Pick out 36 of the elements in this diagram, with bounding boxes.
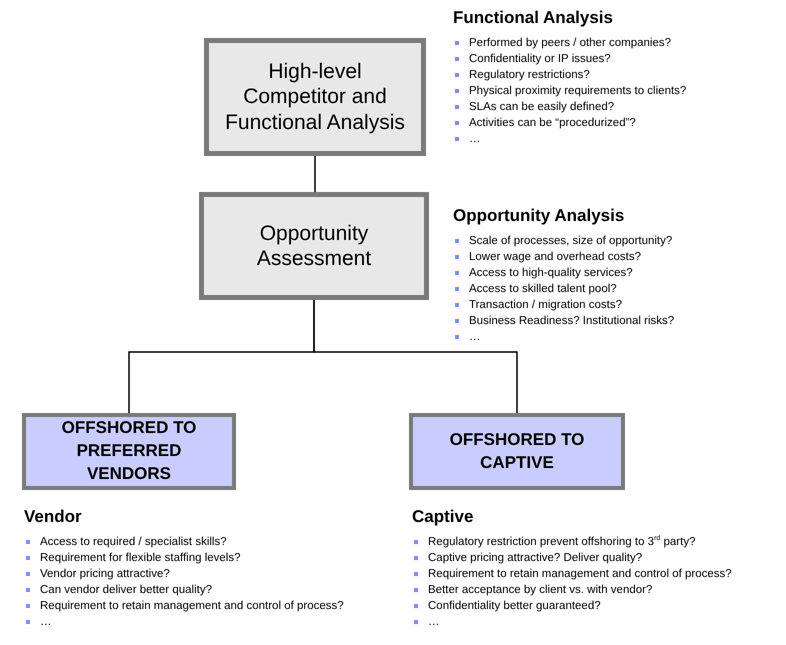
connector-line xyxy=(314,156,316,192)
bullet-item: Activities can be “procedurized”? xyxy=(453,115,773,131)
bullet-item: Performed by peers / other companies? xyxy=(453,35,773,51)
bullet-item: Requirement to retain management and control of process? xyxy=(412,566,784,582)
process-box: Opportunity Assessment xyxy=(199,192,429,300)
bullet-item: Better acceptance by client vs. with vendor? xyxy=(412,582,784,598)
bullet-item: … xyxy=(453,131,773,147)
bullet-item: Business Readiness? Institutional risks? xyxy=(453,313,773,329)
bullet-item: SLAs can be easily defined? xyxy=(453,99,773,115)
connector-line xyxy=(313,300,518,413)
bullet-item: Access to required / specialist skills? xyxy=(24,534,344,550)
bullet-item: Confidentiality or IP issues? xyxy=(453,51,773,67)
bullet-item: Can vendor deliver better quality? xyxy=(24,582,344,598)
bullet-item: Lower wage and overhead costs? xyxy=(453,249,773,265)
bullet-item: Confidentiality better guaranteed? xyxy=(412,598,784,614)
bullet-item: … xyxy=(412,614,784,630)
section-heading: Vendor xyxy=(24,507,82,527)
bullet-item: Vendor pricing attractive? xyxy=(24,566,344,582)
bullet-item: Physical proximity requirements to clients? xyxy=(453,83,773,99)
bullet-item: … xyxy=(24,614,344,630)
bullet-item: Access to high-quality services? xyxy=(453,265,773,281)
bullet-item: Regulatory restrictions? xyxy=(453,67,773,83)
bullet-item: Access to skilled talent pool? xyxy=(453,281,773,297)
bullet-item: … xyxy=(453,329,773,345)
bullet-item: Requirement for flexible staffing levels? xyxy=(24,550,344,566)
bullet-item: Transaction / migration costs? xyxy=(453,297,773,313)
bullet-item: Requirement to retain management and control of process? xyxy=(24,598,344,614)
section-heading: Functional Analysis xyxy=(453,8,613,28)
bullet-item: Regulatory restriction prevent offshoring to 3$^{rd}$ party? xyxy=(412,534,784,550)
section-heading: Opportunity Analysis xyxy=(453,206,624,226)
outcome-box: OFFSHORED TO PREFERRED VENDORS xyxy=(22,413,236,490)
outcome-box: OFFSHORED TO CAPTIVE xyxy=(409,413,625,490)
section-heading: Captive xyxy=(412,507,474,527)
bullet-item: Scale of processes, size of opportunity? xyxy=(453,233,773,249)
process-box: High-level Competitor and Functional Analysis xyxy=(204,38,426,156)
bullet-item: Captive pricing attractive? Deliver quality? xyxy=(412,550,784,566)
